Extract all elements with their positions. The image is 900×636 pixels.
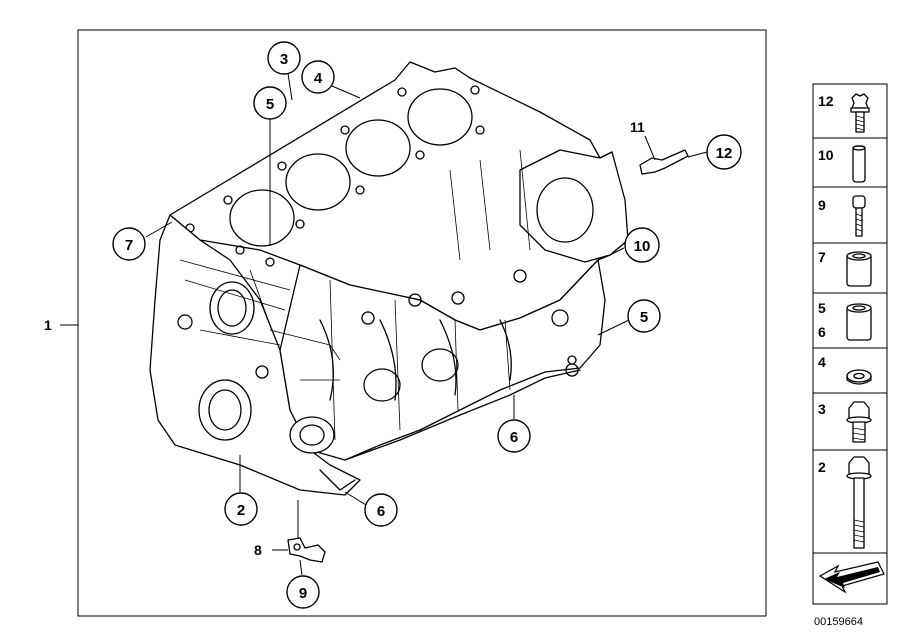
svg-text:7: 7 <box>125 237 133 254</box>
svg-text:4: 4 <box>314 70 323 87</box>
reference-code: 00159664 <box>814 616 863 628</box>
pin-part-illustration <box>639 149 689 175</box>
parts-legend: 12 10 9 7 5 6 <box>812 83 888 605</box>
callout-5-right: 5 <box>627 299 661 333</box>
label-1: 1 <box>44 317 52 333</box>
washer-icon <box>846 369 872 385</box>
callout-4: 4 <box>301 60 335 94</box>
svg-text:12: 12 <box>716 145 733 162</box>
legend-label-3: 3 <box>818 401 826 417</box>
callout-6-right: 6 <box>497 419 531 453</box>
sensor-part-illustration <box>287 537 326 563</box>
svg-text:2: 2 <box>237 502 245 519</box>
bushing-icon <box>846 251 872 287</box>
socket-screw-icon <box>852 195 866 237</box>
diagram-frame <box>77 29 767 617</box>
callout-7: 7 <box>112 227 146 261</box>
legend-label-4: 4 <box>818 354 826 370</box>
svg-text:5: 5 <box>640 309 648 326</box>
callout-3: 3 <box>267 41 301 75</box>
legend-label-6: 6 <box>818 324 826 340</box>
dowel-sleeve-icon <box>852 145 866 183</box>
callout-5-top: 5 <box>253 86 287 120</box>
label-11: 11 <box>630 119 645 135</box>
callout-12: 12 <box>706 134 742 170</box>
long-hex-bolt-icon <box>846 456 872 549</box>
legend-label-9: 9 <box>818 197 826 213</box>
svg-text:10: 10 <box>634 238 651 255</box>
direction-arrow-icon <box>818 561 885 594</box>
legend-label-12: 12 <box>818 93 834 109</box>
legend-label-2: 2 <box>818 459 826 475</box>
legend-label-5: 5 <box>818 300 826 316</box>
callout-2: 2 <box>224 492 258 526</box>
callout-9: 9 <box>286 575 320 609</box>
engine-block-illustration <box>149 61 629 496</box>
label-8: 8 <box>254 542 262 558</box>
svg-text:5: 5 <box>266 96 274 113</box>
svg-text:9: 9 <box>299 585 307 602</box>
legend-label-7: 7 <box>818 249 826 265</box>
svg-text:3: 3 <box>280 51 288 68</box>
svg-text:6: 6 <box>510 429 518 446</box>
svg-text:6: 6 <box>377 503 385 520</box>
callout-6-bottom: 6 <box>364 493 398 527</box>
callout-10: 10 <box>624 227 660 263</box>
hex-flange-bolt-icon <box>846 401 872 443</box>
dowel-bushing-icon <box>846 303 872 341</box>
torx-bolt-icon <box>850 93 870 133</box>
legend-label-10: 10 <box>818 147 834 163</box>
leader-lines <box>145 72 708 576</box>
